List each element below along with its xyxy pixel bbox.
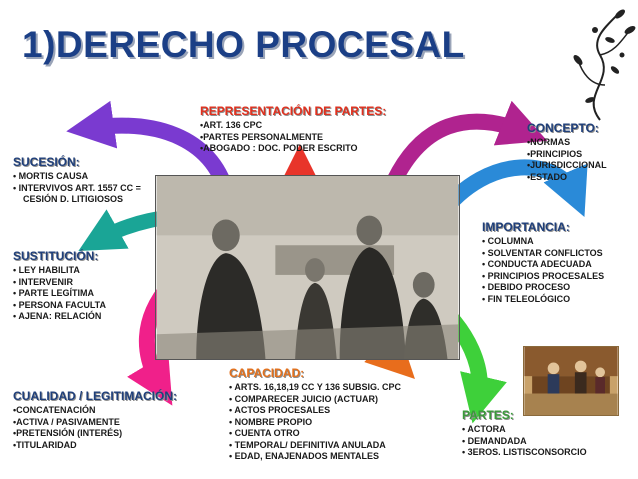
list-item: •ART. 136 CPC — [200, 120, 386, 132]
importancia-section: IMPORTANCIA: • COLUMNA • SOLVENTAR CONFL… — [482, 220, 604, 305]
list-item: • SOLVENTAR CONFLICTOS — [482, 248, 604, 260]
list-item: • PERSONA FACULTA — [13, 300, 106, 312]
sustitucion-list: • LEY HABILITA • INTERVENIR • PARTE LEGÍ… — [13, 265, 106, 323]
list-item: • INTERVIVOS ART. 1557 CC = — [13, 183, 141, 195]
list-item: •TITULARIDAD — [13, 440, 177, 452]
capacidad-heading: CAPACIDAD: — [229, 366, 401, 380]
list-item: •JURISDICCIONAL — [527, 160, 607, 172]
list-item: •PRINCIPIOS — [527, 149, 607, 161]
list-item: •PARTES PERSONALMENTE — [200, 132, 386, 144]
list-item: •CONCATENACIÓN — [13, 405, 177, 417]
concepto-heading: CONCEPTO: — [527, 121, 607, 135]
representacion-heading: REPRESENTACIÓN DE PARTES: — [200, 104, 386, 118]
concepto-list: •NORMAS •PRINCIPIOS •JURISDICCIONAL •EST… — [527, 137, 607, 183]
list-item: CESIÓN D. LITIGIOSOS — [13, 194, 141, 206]
floral-ornament-icon — [560, 0, 638, 125]
courtroom-lithograph-image — [155, 175, 460, 360]
partes-heading: PARTES: — [462, 408, 587, 422]
courtroom-painting-image — [523, 346, 619, 416]
cualidad-list: •CONCATENACIÓN •ACTIVA / PASIVAMENTE •PR… — [13, 405, 177, 451]
list-item: • COMPARECER JUICIO (ACTUAR) — [229, 394, 401, 406]
partes-list: • ACTORA • DEMANDADA • 3EROS. LISTISCONS… — [462, 424, 587, 459]
sucesion-list: • MORTIS CAUSA • INTERVIVOS ART. 1557 CC… — [13, 171, 141, 206]
concepto-section: CONCEPTO: •NORMAS •PRINCIPIOS •JURISDICC… — [527, 121, 607, 183]
list-item: • LEY HABILITA — [13, 265, 106, 277]
page-title: 1)DERECHO PROCESAL — [22, 24, 465, 66]
sucesion-section: SUCESIÓN: • MORTIS CAUSA • INTERVIVOS AR… — [13, 155, 141, 206]
sucesion-heading: SUCESIÓN: — [13, 155, 141, 169]
list-item: • DEMANDADA — [462, 436, 587, 448]
list-item: • CONDUCTA ADECUADA — [482, 259, 604, 271]
list-item: •ACTIVA / PASIVAMENTE — [13, 417, 177, 429]
list-item: •ABOGADO : DOC. PODER ESCRITO — [200, 143, 386, 155]
list-item: • AJENA: RELACIÓN — [13, 311, 106, 323]
list-item: • TEMPORAL/ DEFINITIVA ANULADA — [229, 440, 401, 452]
importancia-list: • COLUMNA • SOLVENTAR CONFLICTOS • CONDU… — [482, 236, 604, 305]
list-item: • 3EROS. LISTISCONSORCIO — [462, 447, 587, 459]
list-item: • ACTORA — [462, 424, 587, 436]
list-item: • ARTS. 16,18,19 CC Y 136 SUBSIG. CPC — [229, 382, 401, 394]
list-item: • INTERVENIR — [13, 277, 106, 289]
list-item: • FIN TELEOLÓGICO — [482, 294, 604, 306]
sustitucion-section: SUSTITUCIÓN: • LEY HABILITA • INTERVENIR… — [13, 249, 106, 323]
list-item: • PARTE LEGÍTIMA — [13, 288, 106, 300]
list-item: • CUENTA OTRO — [229, 428, 401, 440]
list-item: •ESTADO — [527, 172, 607, 184]
cualidad-section: CUALIDAD / LEGITIMACIÓN: •CONCATENACIÓN … — [13, 389, 177, 451]
list-item: • MORTIS CAUSA — [13, 171, 141, 183]
cualidad-heading: CUALIDAD / LEGITIMACIÓN: — [13, 389, 177, 403]
list-item: •PRETENSIÓN (INTERÉS) — [13, 428, 177, 440]
list-item: •NORMAS — [527, 137, 607, 149]
list-item: • NOMBRE PROPIO — [229, 417, 401, 429]
importancia-heading: IMPORTANCIA: — [482, 220, 604, 234]
sustitucion-heading: SUSTITUCIÓN: — [13, 249, 106, 263]
representacion-list: •ART. 136 CPC •PARTES PERSONALMENTE •ABO… — [200, 120, 386, 155]
list-item: • EDAD, ENAJENADOS MENTALES — [229, 451, 401, 463]
list-item: • ACTOS PROCESALES — [229, 405, 401, 417]
list-item: • DEBIDO PROCESO — [482, 282, 604, 294]
partes-section: PARTES: • ACTORA • DEMANDADA • 3EROS. LI… — [462, 408, 587, 459]
capacidad-list: • ARTS. 16,18,19 CC Y 136 SUBSIG. CPC • … — [229, 382, 401, 463]
representacion-section: REPRESENTACIÓN DE PARTES: •ART. 136 CPC … — [200, 104, 386, 155]
capacidad-section: CAPACIDAD: • ARTS. 16,18,19 CC Y 136 SUB… — [229, 366, 401, 463]
list-item: • PRINCIPIOS PROCESALES — [482, 271, 604, 283]
list-item: • COLUMNA — [482, 236, 604, 248]
